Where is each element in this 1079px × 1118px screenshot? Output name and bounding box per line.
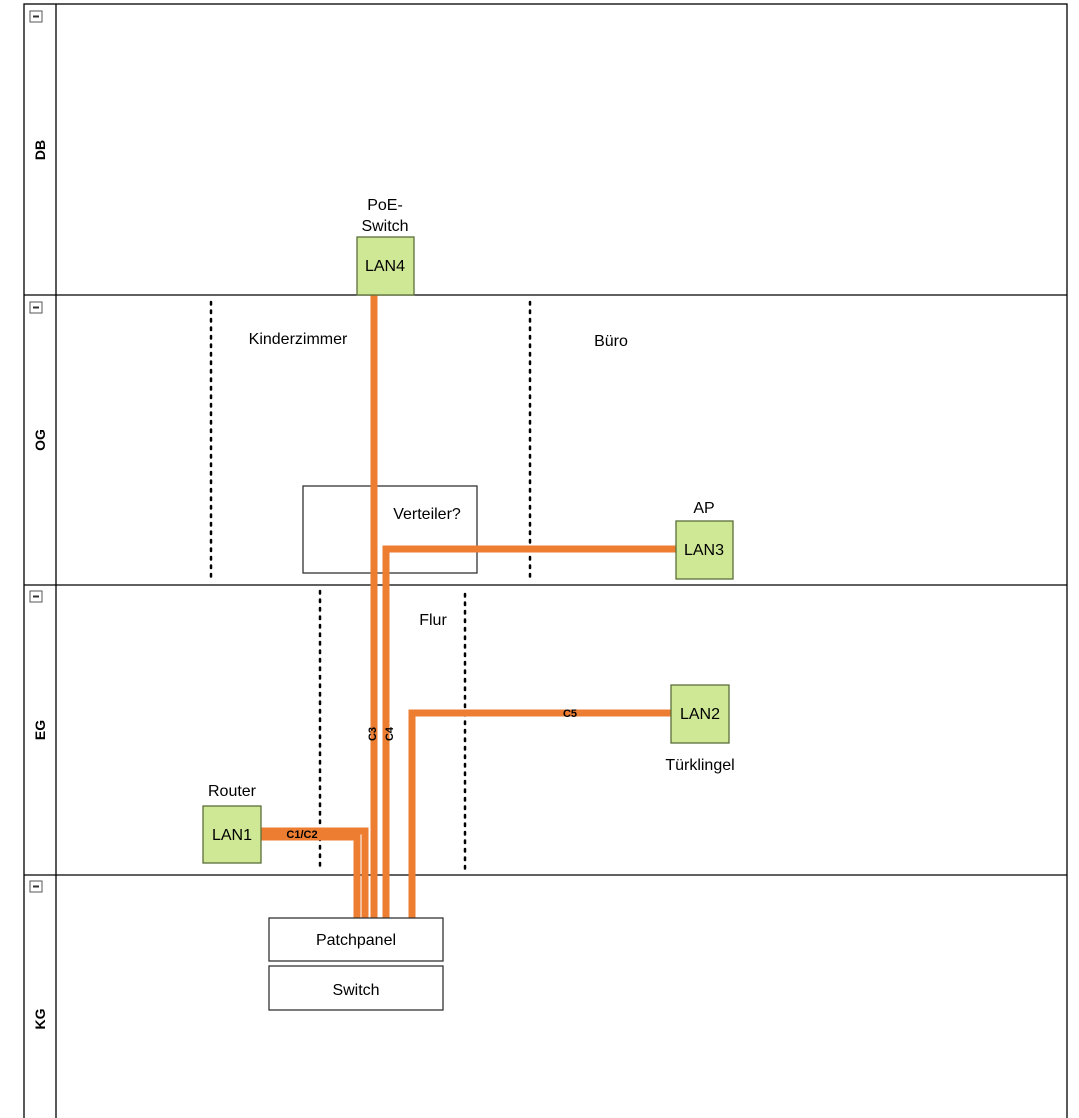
device-box[interactable] <box>675 520 734 580</box>
device-caption-lan4-line2: Switch <box>361 218 408 235</box>
room-label-flur: Flur <box>419 612 447 629</box>
collapse-toggle-og[interactable] <box>29 301 43 314</box>
device-box[interactable] <box>670 684 730 744</box>
device-box[interactable] <box>356 236 415 296</box>
device-label: LAN1 <box>212 827 252 844</box>
room-label-buero: Büro <box>594 333 628 350</box>
device-caption-lan2: Türklingel <box>665 757 734 774</box>
device-lan3[interactable]: LAN3 <box>675 520 734 580</box>
lane-label-db: DB <box>32 140 48 160</box>
verteiler-box[interactable] <box>302 485 478 574</box>
cables <box>261 295 676 918</box>
switch-label: Switch <box>332 982 379 999</box>
lane-label-kg: KG <box>32 1008 48 1029</box>
lane-label-eg: EG <box>32 720 48 740</box>
device-label: LAN3 <box>684 542 724 559</box>
cable-c1c2-b[interactable] <box>261 833 361 918</box>
collapse-toggle-kg[interactable] <box>29 880 43 893</box>
collapse-toggle-eg[interactable] <box>29 590 43 603</box>
lanes-outline <box>23 3 1068 1118</box>
device-caption-lan3: AP <box>693 500 714 517</box>
device-caption-lan1: Router <box>208 783 257 800</box>
device-lan2[interactable]: LAN2 <box>670 684 730 744</box>
device-lan4[interactable]: LAN4 <box>356 236 415 296</box>
room-separators <box>209 300 532 873</box>
verteiler-label: Verteiler? <box>393 506 461 523</box>
room-label-kinderzimmer: Kinderzimmer <box>249 331 348 348</box>
cable-label-c3: C3 <box>367 727 379 741</box>
switch[interactable]: Switch <box>268 965 444 1011</box>
cable-label-c4: C4 <box>384 726 396 741</box>
swimlane-frame <box>23 3 1068 1118</box>
device-label: LAN2 <box>680 706 720 723</box>
lane-label-og: OG <box>32 429 48 451</box>
device-box[interactable] <box>202 805 262 864</box>
patchpanel-label: Patchpanel <box>316 932 396 949</box>
cable-c4[interactable] <box>382 545 676 918</box>
cable-label-c5: C5 <box>563 708 577 720</box>
cable-label-c1c2: C1/C2 <box>286 829 317 841</box>
device-caption-lan4-line1: PoE- <box>367 197 403 214</box>
device-label: LAN4 <box>365 258 405 275</box>
patchpanel[interactable]: Patchpanel <box>268 917 444 962</box>
cable-c5[interactable] <box>408 709 671 918</box>
cable-c1c2-a[interactable] <box>261 827 369 918</box>
patchpanel-box[interactable] <box>268 917 444 962</box>
collapse-toggle-db[interactable] <box>29 10 43 23</box>
device-lan1[interactable]: LAN1 <box>202 805 262 864</box>
switch-box[interactable] <box>268 965 444 1011</box>
